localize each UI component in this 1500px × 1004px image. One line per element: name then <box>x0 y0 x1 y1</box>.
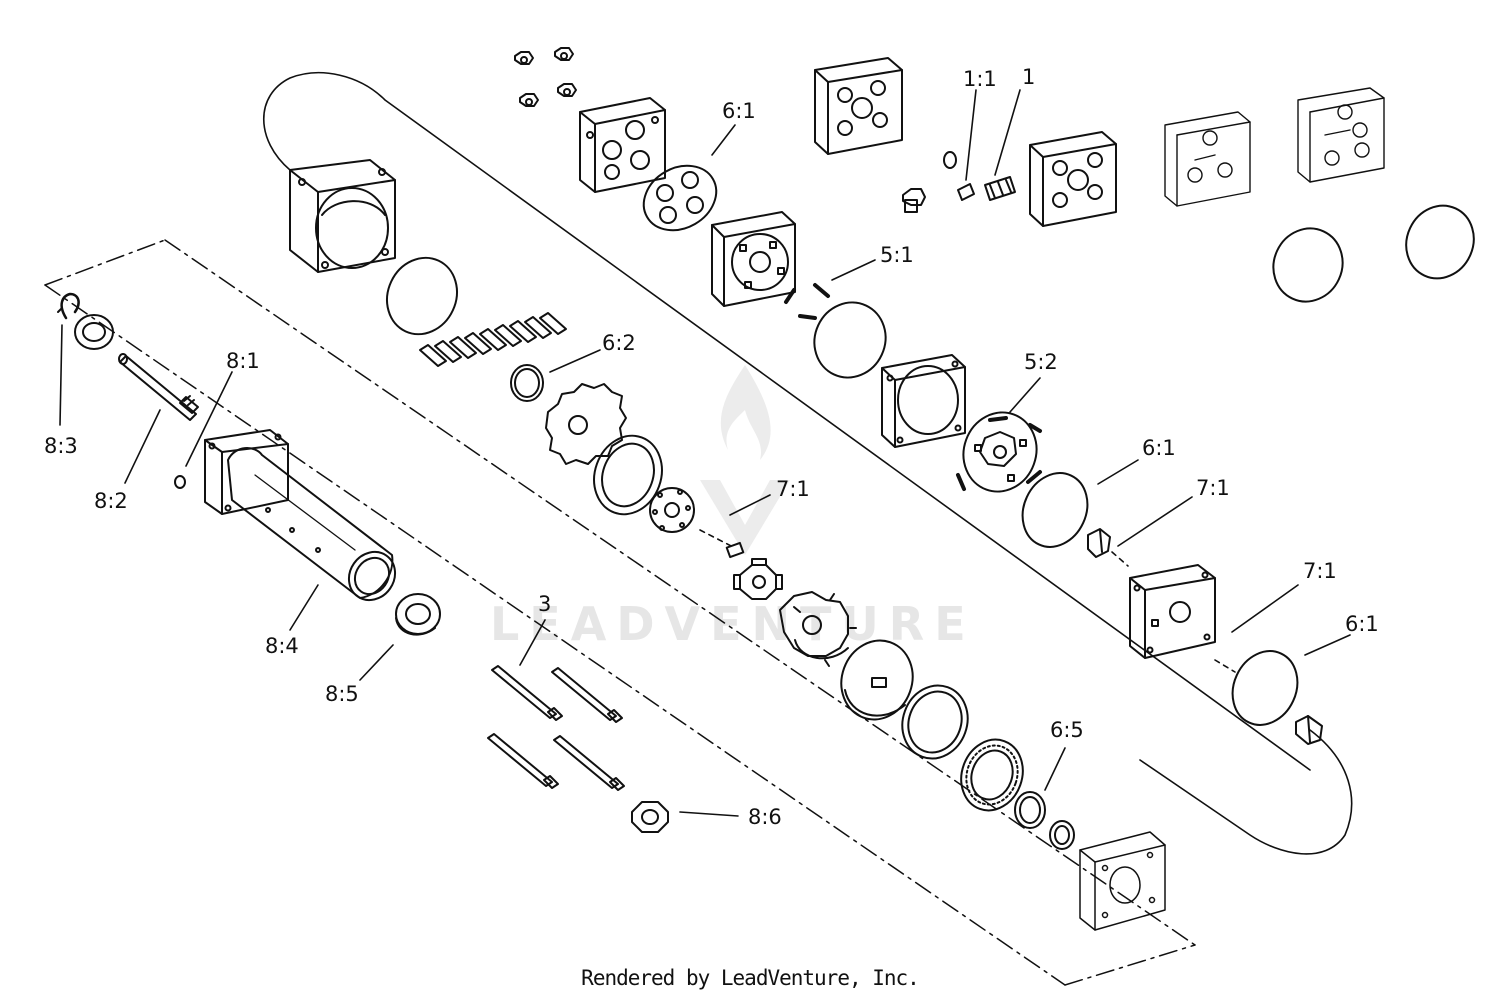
label-3: 3 <box>538 592 551 616</box>
shaft-8-2 <box>118 353 199 421</box>
label-7-1-right: 7:1 <box>1196 476 1230 500</box>
assembly-lines <box>262 71 1353 855</box>
o-ring-6-1-lower <box>1231 650 1299 726</box>
bolts-3 <box>487 665 625 791</box>
label-7-1-lower: 7:1 <box>1303 559 1337 583</box>
ring-6-2 <box>510 364 544 402</box>
label-7-1-center: 7:1 <box>776 477 810 501</box>
label-6-1-top: 6:1 <box>722 99 756 123</box>
needle-bearing <box>960 738 1024 812</box>
label-8-1: 8:1 <box>226 349 260 373</box>
seal-ring <box>901 684 969 760</box>
key-dashes <box>699 529 736 549</box>
footer-credit: Rendered by LeadVenture, Inc. <box>581 966 920 990</box>
label-8-4: 8:4 <box>265 634 299 658</box>
label-8-2: 8:2 <box>94 489 128 513</box>
plug-7-1 <box>1087 528 1111 558</box>
gasket-6-1-top <box>642 164 718 232</box>
center-lines <box>44 239 1196 986</box>
mid-plate <box>881 354 966 448</box>
label-8-5: 8:5 <box>325 682 359 706</box>
port-plate <box>1129 564 1216 659</box>
pins-row <box>419 312 567 367</box>
valve-parts <box>902 151 1016 213</box>
hex-nuts <box>514 47 577 107</box>
end-plate-d <box>1164 111 1251 207</box>
label-5-2: 5:2 <box>1024 350 1058 374</box>
o-rings-right <box>1272 204 1475 303</box>
key <box>725 541 745 559</box>
label-8-6: 8:6 <box>748 805 782 829</box>
washers-6-5 <box>1014 791 1075 850</box>
rotor-gear-large <box>779 591 857 667</box>
gerotor-ring <box>593 434 663 516</box>
label-6-1-mid: 6:1 <box>1142 436 1176 460</box>
label-8-3: 8:3 <box>44 434 78 458</box>
o-ring-housing <box>386 256 458 336</box>
seal-pieces-5-1 <box>784 283 830 320</box>
port-dashes <box>1111 551 1236 673</box>
end-plate-b <box>814 57 903 155</box>
thrust-disc <box>840 639 914 721</box>
bottom-flange-plate <box>1079 831 1166 931</box>
nut-8-6 <box>631 801 669 833</box>
watermark-text: LEADVENTURE <box>490 597 976 651</box>
label-1-1: 1:1 <box>963 67 997 91</box>
label-6-1-lower: 6:1 <box>1345 612 1379 636</box>
bushing-8-5 <box>395 593 441 636</box>
check-plate-5-2 <box>962 411 1038 493</box>
snap-ring-8-3 <box>57 292 80 320</box>
o-ring-6-1-mid <box>1021 472 1089 548</box>
housing-flange <box>289 159 396 273</box>
star-spacer <box>545 383 627 465</box>
end-plate-e <box>1297 87 1385 183</box>
o-ring-5-1 <box>813 301 887 379</box>
label-5-1: 5:1 <box>880 243 914 267</box>
rotor-gear <box>733 558 783 600</box>
star-gear-small <box>649 487 695 533</box>
valve-plate <box>711 211 796 307</box>
o-ring-8-1 <box>174 475 186 489</box>
key-block <box>1295 715 1323 745</box>
callout-labels: 1:1 1 6:1 5:1 6:2 8:1 5:2 6:1 7:1 8:3 8:… <box>44 65 1379 829</box>
washer-8-3 <box>74 314 114 350</box>
label-1: 1 <box>1022 65 1035 89</box>
end-plate-a <box>579 97 666 193</box>
housing-tube-8-4 <box>204 429 397 602</box>
label-6-2: 6:2 <box>602 331 636 355</box>
seal-pieces-5-2 <box>956 416 1042 491</box>
label-6-5: 6:5 <box>1050 718 1084 742</box>
watermark: LEADVENTURE <box>490 365 976 651</box>
end-plate-c <box>1029 131 1117 227</box>
leader-lines <box>59 89 1351 817</box>
